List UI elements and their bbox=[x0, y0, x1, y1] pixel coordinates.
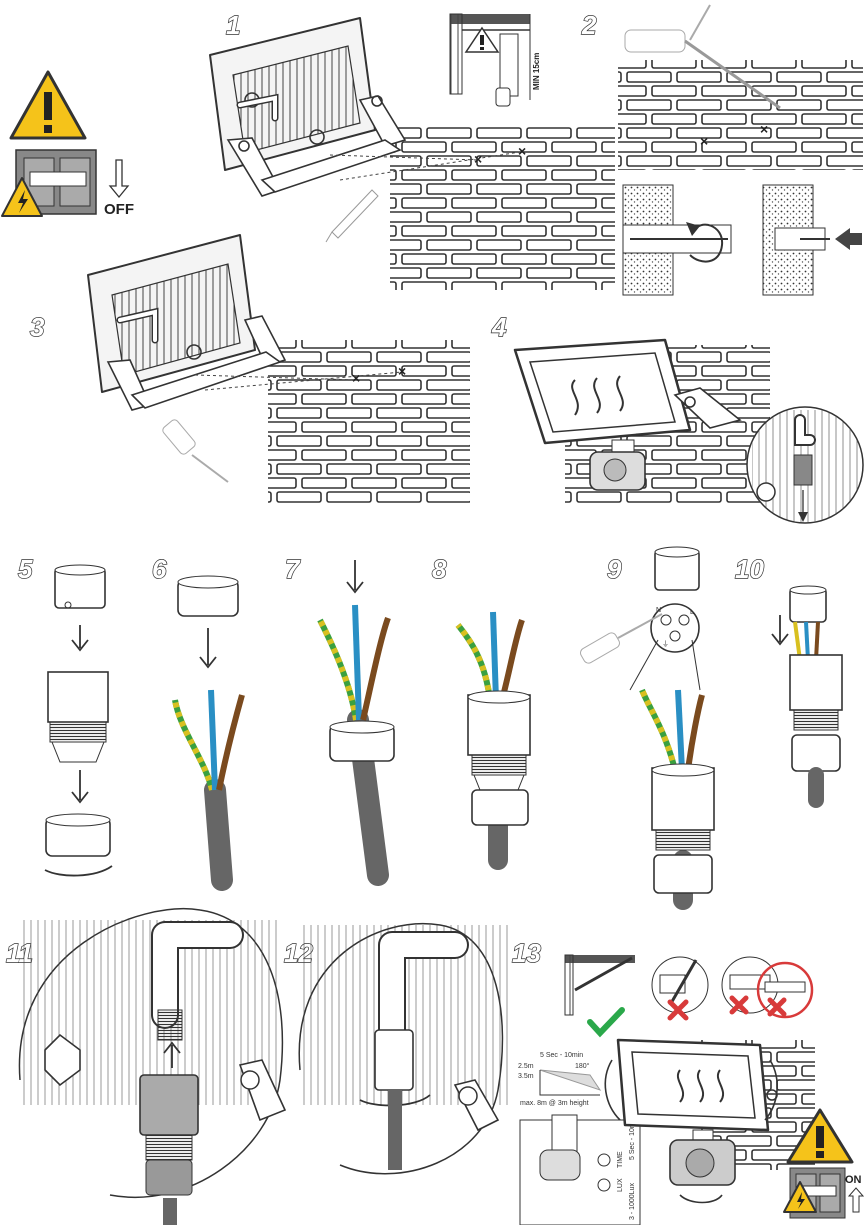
step-3-number: 3 bbox=[30, 312, 45, 342]
on-label: ON bbox=[845, 1174, 862, 1186]
detection-diagram: 5 Sec - 10min 180° 2.5m 3.5m max. 8m @ 3… bbox=[518, 1052, 602, 1107]
gland-body bbox=[374, 1029, 414, 1091]
floodlight-front bbox=[604, 1038, 778, 1204]
arrow-down-icon bbox=[771, 615, 789, 646]
switch-on-icon: ON bbox=[789, 1167, 865, 1219]
terminal-n-label: N bbox=[656, 607, 661, 614]
warning-icon bbox=[786, 1108, 854, 1164]
terminal-l-label: L bbox=[690, 609, 694, 616]
floodlight-front bbox=[513, 338, 742, 491]
step-9-number: 9 bbox=[607, 554, 622, 584]
check-icon bbox=[587, 1007, 625, 1038]
rotate-arrow-icon bbox=[679, 1194, 723, 1204]
brick-wall bbox=[390, 125, 615, 290]
gland-body bbox=[651, 767, 715, 831]
minimum-distance-detail: MIN 15cm bbox=[449, 13, 541, 107]
step-5-number: 5 bbox=[18, 554, 33, 584]
angle-label: 180° bbox=[575, 1062, 590, 1070]
drill-mark: × bbox=[760, 121, 768, 137]
step-10-illustration bbox=[771, 585, 843, 808]
height-b-label: 3.5m bbox=[518, 1073, 534, 1080]
off-label: OFF bbox=[104, 201, 134, 218]
pencil-icon bbox=[325, 189, 379, 243]
rotate-arrow-icon bbox=[604, 1059, 621, 1121]
arrow-down-icon bbox=[71, 770, 89, 804]
time-knob[interactable] bbox=[597, 1153, 611, 1167]
gland-body bbox=[467, 694, 531, 756]
time-range-label: 5 Sec - 10min bbox=[540, 1052, 583, 1059]
time-range-side-label: 5 Sec - 10min bbox=[629, 1117, 636, 1160]
screwdriver-icon bbox=[580, 613, 663, 664]
lux-knob[interactable] bbox=[597, 1178, 611, 1192]
mounting-ok bbox=[564, 954, 635, 1038]
step-6-illustration bbox=[172, 575, 245, 891]
electric-hazard-icon bbox=[1, 177, 43, 217]
rotate-arrow-icon bbox=[44, 865, 113, 877]
arrow-down-icon bbox=[108, 159, 130, 199]
warning-icon bbox=[9, 70, 87, 140]
time-knob-label: TIME bbox=[617, 1151, 624, 1168]
cross-icon bbox=[667, 999, 689, 1021]
cross-icon bbox=[767, 997, 787, 1017]
arrow-down-icon bbox=[199, 628, 217, 669]
brick-wall bbox=[268, 340, 470, 505]
step-11-illustration bbox=[18, 908, 287, 1225]
cross-icon bbox=[729, 995, 749, 1015]
power-on-warning: ON bbox=[783, 1108, 865, 1219]
step-6-number: 6 bbox=[152, 554, 167, 584]
rotate-arrow-icon bbox=[689, 223, 724, 263]
arrow-down-icon bbox=[798, 512, 808, 522]
drill-mark: × bbox=[352, 370, 360, 386]
cable bbox=[204, 779, 233, 891]
min-distance-label: MIN 15cm bbox=[532, 53, 541, 90]
lux-knob-label: LUX bbox=[617, 1178, 624, 1192]
step-2-number: 2 bbox=[581, 10, 597, 40]
gland-body bbox=[139, 1074, 199, 1136]
detection-range-label: max. 8m @ 3m height bbox=[520, 1100, 589, 1107]
electric-hazard-icon bbox=[783, 1181, 817, 1213]
step-1-number: 1 bbox=[226, 10, 240, 40]
drilling-detail bbox=[622, 184, 862, 296]
sensor-controls: TIME LUX 3 - 1000Lux 5 Sec - 10min bbox=[519, 1114, 641, 1225]
lux-range-label: 3 - 1000Lux bbox=[629, 1183, 636, 1220]
step-7-number: 7 bbox=[285, 554, 301, 584]
step-13-number: 13 bbox=[512, 938, 541, 968]
height-a-label: 2.5m bbox=[518, 1063, 534, 1070]
cable-gland-zoom bbox=[746, 406, 864, 524]
gland-body bbox=[789, 654, 843, 711]
brick-wall bbox=[618, 60, 863, 170]
drill-mark: × bbox=[518, 143, 526, 159]
gland-body bbox=[47, 671, 109, 723]
mounting-wrong-2 bbox=[721, 956, 779, 1015]
arrow-up-icon bbox=[163, 1041, 181, 1068]
step-8-number: 8 bbox=[432, 554, 447, 584]
step-4-illustration bbox=[513, 338, 864, 524]
step-13-illustration: 5 Sec - 10min 180° 2.5m 3.5m max. 8m @ 3… bbox=[518, 954, 865, 1225]
step-2-illustration: × × bbox=[618, 4, 863, 296]
drill-icon bbox=[624, 4, 781, 110]
step-10-number: 10 bbox=[735, 554, 764, 584]
step-3-illustration: × × bbox=[87, 234, 470, 505]
drill-mark: × bbox=[398, 363, 406, 379]
step-9-illustration: N L ⏚ bbox=[580, 546, 715, 910]
step-5-illustration bbox=[44, 564, 113, 877]
mounting-wrong-1 bbox=[651, 956, 709, 1021]
step-1-illustration: × × bbox=[209, 13, 615, 290]
terminal-earth-label: ⏚ bbox=[662, 640, 669, 648]
floodlight bbox=[87, 234, 287, 411]
screwdriver-icon bbox=[162, 419, 229, 483]
step-12-illustration bbox=[298, 923, 510, 1175]
arrow-left-icon bbox=[835, 228, 862, 250]
arrow-down-icon bbox=[71, 625, 89, 652]
drill-mark: × bbox=[700, 133, 708, 149]
mounting-wrong-3 bbox=[756, 961, 814, 1019]
floodlight bbox=[209, 17, 407, 197]
step-8-illustration bbox=[455, 611, 531, 870]
power-off-warning: OFF bbox=[1, 70, 134, 218]
arrow-down-icon bbox=[346, 560, 364, 594]
arrow-up-icon bbox=[847, 1187, 865, 1213]
step-7-illustration bbox=[317, 560, 395, 886]
step-4-number: 4 bbox=[491, 312, 507, 342]
